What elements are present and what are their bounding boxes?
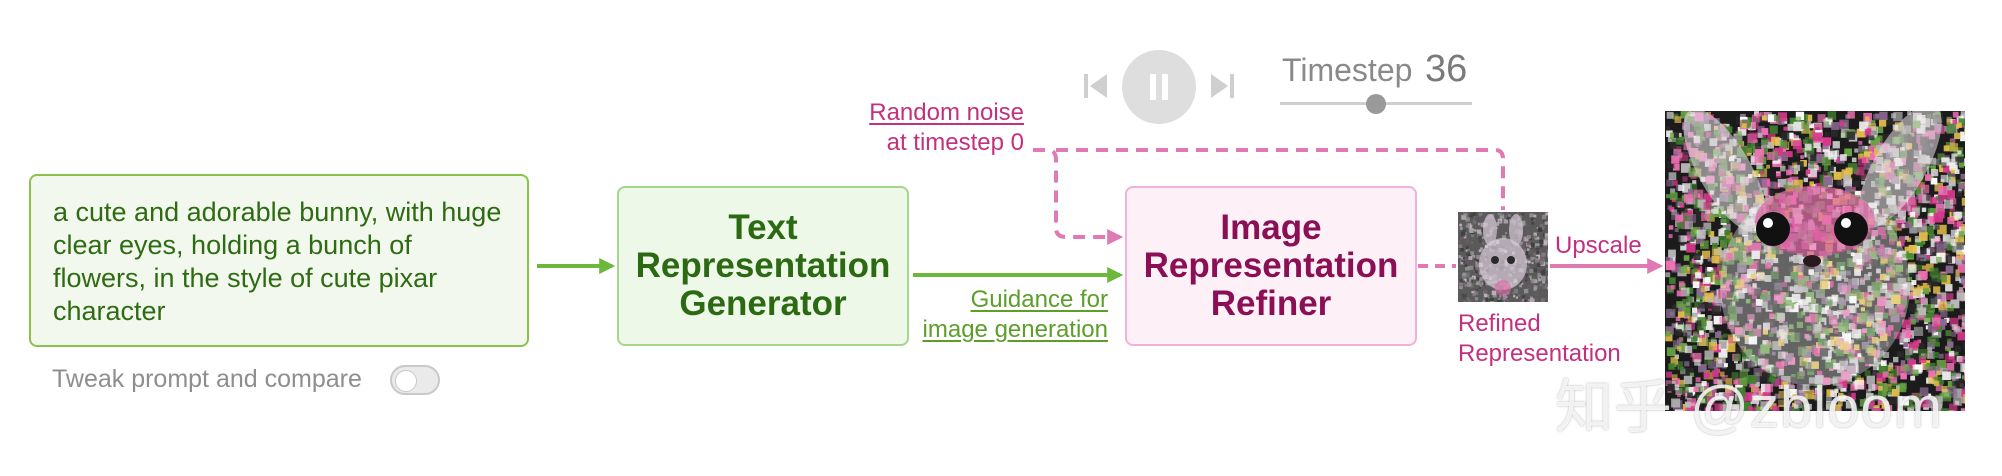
- skip-next-button[interactable]: [1209, 71, 1235, 101]
- toggle-knob: [395, 370, 417, 392]
- refined-label-line2: Representation: [1458, 340, 1621, 367]
- noise-to-refiner-arrow: [1033, 148, 1124, 245]
- random-noise-label: Random noise at timestep 0: [869, 98, 1024, 158]
- upscaled-output-image: [1665, 111, 1965, 411]
- skip-next-icon: [1211, 74, 1234, 98]
- random-noise-label-line1: Random noise: [869, 99, 1024, 126]
- guidance-label: Guidance for image generation: [923, 285, 1108, 345]
- pause-icon: [1150, 74, 1168, 100]
- refiner-label: Image Representation Refiner: [1143, 208, 1399, 323]
- guidance-label-line2: image generation: [922, 316, 1108, 343]
- timestep-label: Timestep: [1282, 52, 1413, 88]
- skip-previous-button[interactable]: [1083, 71, 1109, 101]
- random-noise-label-line2: at timestep 0: [886, 129, 1024, 156]
- watermark: 知乎 @zbloom: [1555, 375, 1943, 440]
- timestep-value: 36: [1425, 48, 1468, 90]
- skip-previous-icon: [1084, 74, 1107, 98]
- image-representation-refiner: Image Representation Refiner: [1125, 186, 1417, 346]
- refined-label-line1: Refined: [1458, 310, 1541, 337]
- prompt-input[interactable]: a cute and adorable bunny, with huge cle…: [29, 174, 529, 347]
- refined-representation-label: Refined Representation: [1458, 309, 1621, 369]
- guidance-label-line1: Guidance for: [970, 286, 1108, 313]
- upscale-label: Upscale: [1555, 232, 1642, 259]
- noise-loop-line: [1056, 148, 1505, 210]
- tweak-prompt-label: Tweak prompt and compare: [52, 365, 362, 393]
- tweak-prompt-toggle[interactable]: [390, 365, 440, 395]
- text-representation-generator: Text Representation Generator: [617, 186, 909, 346]
- timestep-slider[interactable]: [1280, 94, 1472, 114]
- pause-button[interactable]: [1122, 50, 1196, 124]
- generator-label: Text Representation Generator: [635, 208, 891, 323]
- refined-representation-image: [1458, 212, 1548, 302]
- slider-thumb[interactable]: [1366, 94, 1386, 114]
